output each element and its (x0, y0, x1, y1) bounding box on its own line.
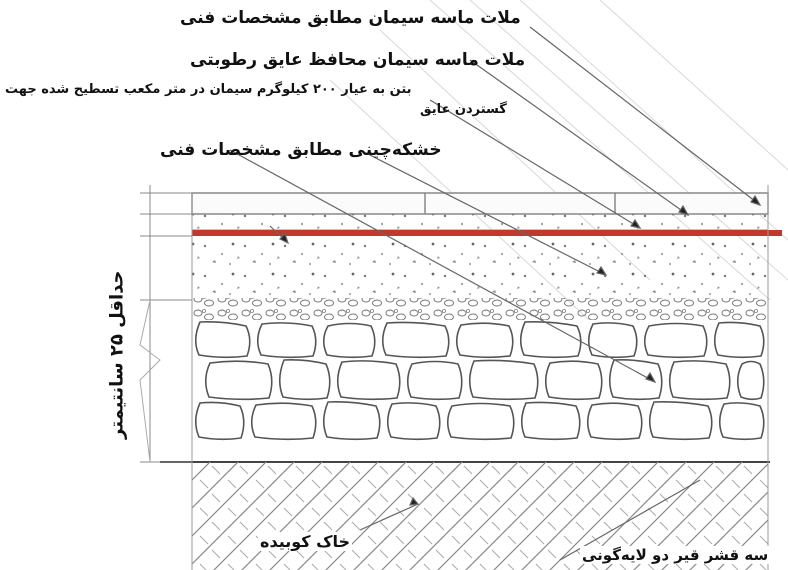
section-layers (160, 185, 782, 570)
label-bitumen: سه قشر قیر دو لایه‌گونی (580, 546, 771, 564)
rubble-stone (446, 402, 515, 441)
rubble-stone (520, 401, 581, 441)
pebble-band (192, 298, 768, 322)
label-concrete-line1: بتن به عیار ۲۰۰ کیلوگرم سیمان در متر مکع… (5, 82, 412, 97)
label-dry-stone: خشکه‌چینی مطابق مشخصات فنی (160, 140, 442, 160)
rubble-stone (668, 360, 731, 401)
label-min-depth: حداقل ۲۵ سانتیمتر (106, 270, 128, 439)
rubble-stone (455, 322, 514, 359)
rubble-stone (204, 360, 273, 401)
dimension-chain (139, 185, 192, 463)
rubble-stone (608, 359, 663, 401)
protective-mortar-layer (191, 213, 769, 231)
insulation-layer (192, 230, 782, 236)
rubble-stone (718, 402, 765, 441)
rubble-stone (322, 322, 376, 359)
leader-lines (229, 26, 762, 561)
rubble-stone (643, 322, 708, 359)
rubble-stone (322, 401, 381, 441)
rubble-stone (519, 321, 582, 359)
rubble-stone (336, 360, 401, 401)
label-compacted-soil: خاک کوبیده (258, 532, 353, 551)
rubble-stone (194, 321, 251, 359)
rubble-stone (194, 401, 245, 441)
rubble-stone (406, 360, 463, 401)
rubble-stone (648, 401, 713, 441)
label-concrete-line2: گستردن عایق (420, 102, 507, 117)
rubble-stone (586, 402, 643, 441)
label-mortar-top: ملات ماسه سیمان مطابق مشخصات فنی (180, 8, 521, 28)
rubble-stone (278, 359, 331, 401)
rubble-stone (468, 359, 539, 401)
rubble-stone (713, 321, 765, 359)
label-mortar-protective: ملات ماسه سیمان محافظ عایق رطوبتی (190, 50, 526, 70)
rubble-stone (587, 322, 638, 359)
rubble-stone (381, 321, 450, 359)
concrete-layer (192, 236, 768, 300)
rubble-stone (250, 402, 317, 441)
rubble-stone (736, 360, 765, 401)
rubble-stone (386, 402, 441, 441)
rubble-stone (544, 360, 603, 401)
rubble-stone (256, 322, 317, 359)
